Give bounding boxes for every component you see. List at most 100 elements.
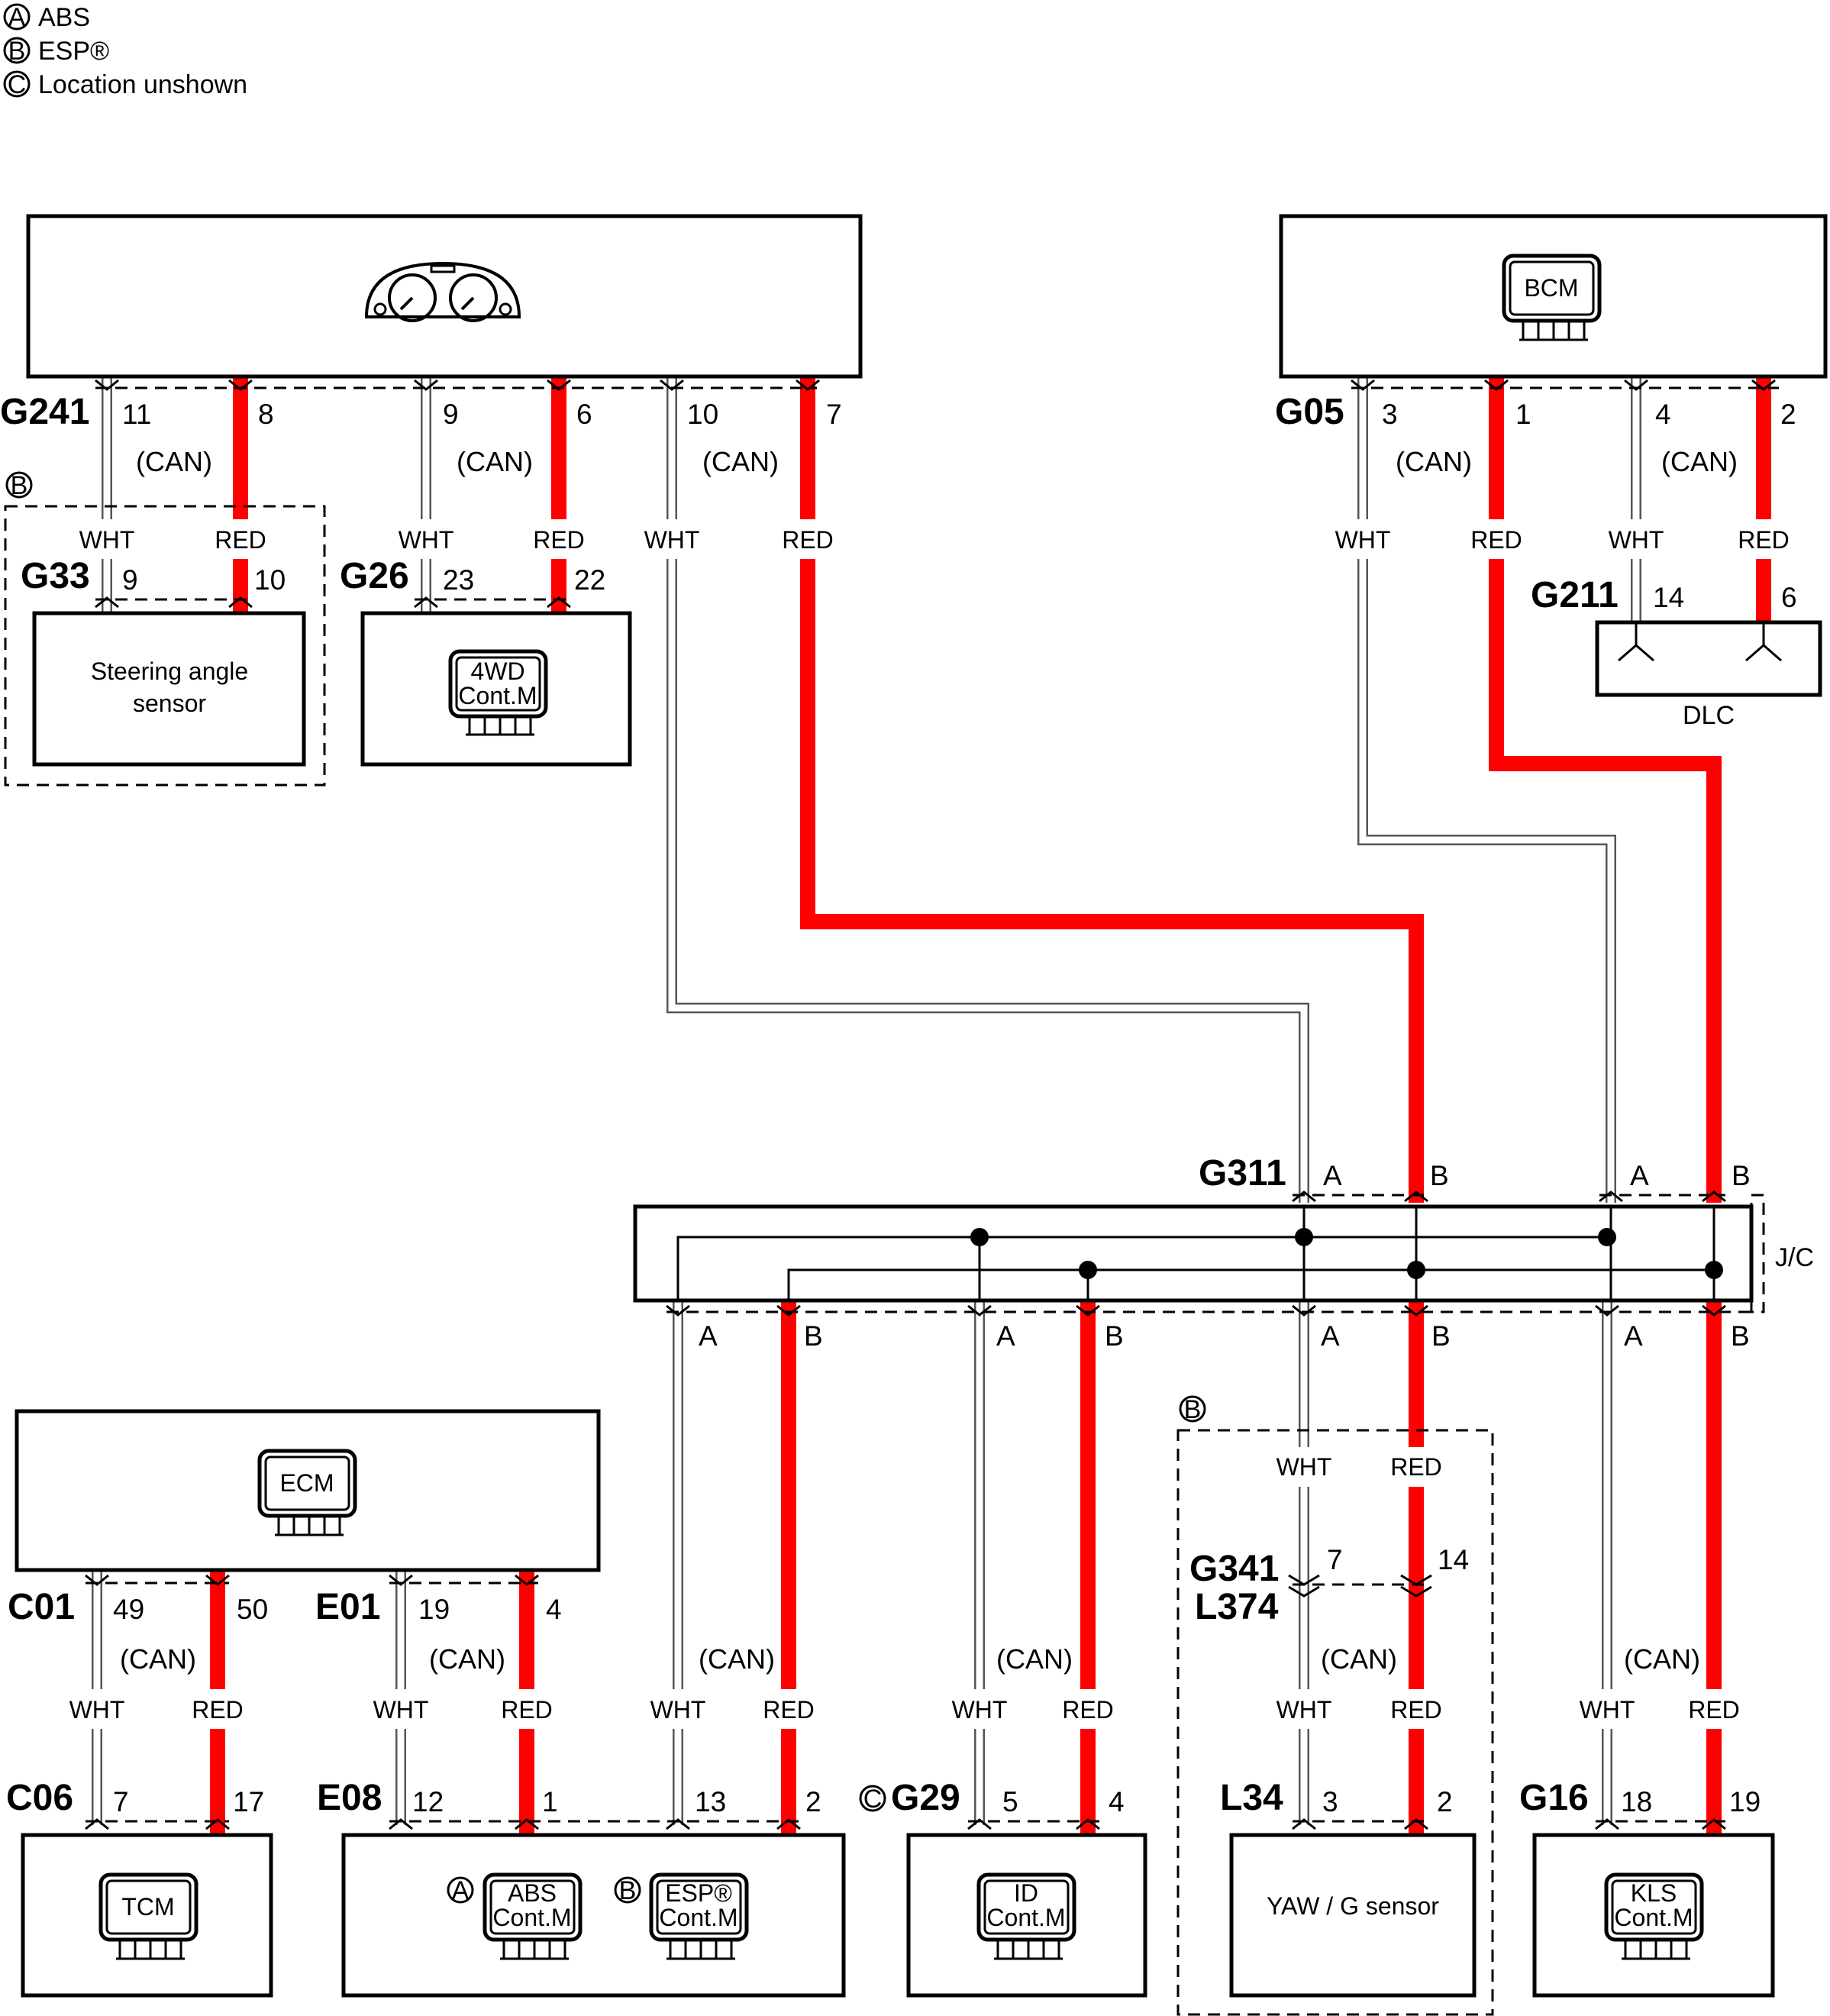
svg-text:RED: RED [215, 526, 266, 554]
legend-item-abs: A ABS [3, 3, 90, 32]
svg-text:9: 9 [443, 399, 459, 430]
svg-text:WHT: WHT [373, 1696, 429, 1724]
svg-text:Location unshown: Location unshown [38, 70, 247, 99]
bcm-icon: BCM [1502, 254, 1602, 341]
connector-g241: G241 11 8 9 6 10 7 [0, 379, 842, 432]
svg-text:11: 11 [122, 399, 151, 430]
svg-text:B: B [619, 1876, 637, 1905]
svg-text:12: 12 [412, 1786, 444, 1817]
red-wires [210, 374, 1771, 1840]
svg-text:WHT: WHT [650, 1696, 706, 1724]
yaw-g-sensor-module: YAW / G sensor [1229, 1833, 1477, 1998]
svg-text:(CAN): (CAN) [996, 1643, 1073, 1675]
svg-text:A: A [8, 3, 26, 32]
svg-text:A: A [1323, 1160, 1342, 1191]
svg-text:L374: L374 [1195, 1587, 1279, 1627]
svg-text:WHT: WHT [644, 526, 700, 554]
svg-text:C: C [8, 70, 27, 99]
svg-text:9: 9 [122, 564, 138, 596]
svg-text:7: 7 [826, 399, 842, 430]
svg-text:3: 3 [1382, 399, 1398, 430]
svg-text:Cont.M: Cont.M [659, 1904, 737, 1931]
svg-text:RED: RED [1390, 1696, 1442, 1724]
svg-text:ECM: ECM [279, 1469, 334, 1497]
svg-text:19: 19 [1729, 1786, 1761, 1817]
esp-option-mark: B [11, 471, 28, 500]
svg-text:WHT: WHT [1580, 1696, 1635, 1724]
svg-text:B: B [1732, 1160, 1751, 1191]
svg-text:RED: RED [782, 526, 834, 554]
svg-text:E01: E01 [315, 1587, 380, 1627]
wire-labels: WHT RED WHT RED WHT RED WHT RED WHT RED … [63, 446, 1798, 1729]
svg-text:ABS: ABS [508, 1879, 557, 1907]
yaw-sensor-label: YAW / G sensor [1267, 1892, 1439, 1920]
svg-text:4WD: 4WD [470, 657, 524, 685]
svg-text:E08: E08 [317, 1778, 382, 1818]
connector-g05: G05 3 1 4 2 [1275, 379, 1796, 432]
yaw-g-sensor-group: B G341 L374 7 14 [1176, 1395, 1494, 2016]
svg-text:B: B [8, 37, 26, 66]
svg-text:8: 8 [258, 399, 274, 430]
svg-text:50: 50 [237, 1594, 268, 1625]
svg-text:WHT: WHT [1276, 1696, 1332, 1724]
svg-text:RED: RED [1470, 526, 1522, 554]
id-control-icon: ID Cont.M [976, 1872, 1076, 1960]
svg-text:23: 23 [443, 564, 474, 596]
abs-control-icon: A ABS Cont.M [447, 1872, 583, 1960]
svg-text:G16: G16 [1519, 1778, 1589, 1818]
svg-text:7: 7 [113, 1786, 129, 1817]
svg-text:(CAN): (CAN) [429, 1643, 505, 1675]
svg-text:RED: RED [192, 1696, 244, 1724]
abs-esp-module: A ABS Cont.M B ESP® Cont.M [341, 1833, 846, 1998]
svg-text:(CAN): (CAN) [457, 446, 533, 477]
svg-text:G05: G05 [1275, 392, 1344, 432]
svg-text:6: 6 [1781, 582, 1797, 613]
svg-text:RED: RED [501, 1696, 553, 1724]
svg-text:(CAN): (CAN) [1624, 1643, 1700, 1675]
svg-text:(CAN): (CAN) [1321, 1643, 1397, 1675]
svg-text:2: 2 [1437, 1786, 1453, 1817]
svg-text:ESP®: ESP® [38, 37, 109, 66]
svg-text:RED: RED [1738, 526, 1790, 554]
svg-text:G33: G33 [21, 556, 90, 596]
tcm-icon: TCM [98, 1872, 198, 1960]
legend-item-esp: B ESP® [3, 37, 109, 66]
steering-sensor-label-1: Steering angle [91, 657, 248, 685]
ecm-module: ECM [15, 1409, 601, 1572]
svg-text:14: 14 [1653, 582, 1684, 613]
instrument-cluster-icon [364, 261, 521, 322]
svg-text:G29: G29 [891, 1778, 960, 1818]
svg-text:G341: G341 [1189, 1549, 1279, 1589]
svg-text:B: B [1430, 1160, 1449, 1191]
ecm-icon: ECM [257, 1449, 357, 1536]
svg-text:5: 5 [1002, 1786, 1018, 1817]
svg-text:WHT: WHT [1609, 526, 1664, 554]
svg-text:4: 4 [1655, 399, 1671, 430]
svg-text:B: B [1105, 1320, 1124, 1352]
legend: A ABS B ESP® C Location unshown [3, 3, 247, 99]
svg-text:TCM: TCM [121, 1893, 174, 1921]
svg-text:B: B [804, 1320, 823, 1352]
svg-text:49: 49 [113, 1594, 144, 1625]
esp-control-icon: B ESP® Cont.M [614, 1872, 749, 1960]
junction-connector: G311 A B A B J/C [633, 1153, 1814, 1352]
dlc-label: DLC [1683, 701, 1735, 730]
svg-text:(CAN): (CAN) [1396, 446, 1472, 477]
svg-text:(CAN): (CAN) [702, 446, 779, 477]
svg-text:13: 13 [695, 1786, 726, 1817]
svg-text:Cont.M: Cont.M [1614, 1904, 1693, 1931]
svg-text:(CAN): (CAN) [1661, 446, 1738, 477]
svg-text:A: A [699, 1320, 718, 1352]
connector-c06: C06 7 17 [6, 1778, 264, 1830]
steering-sensor-label-2: sensor [133, 690, 206, 717]
svg-text:(CAN): (CAN) [136, 446, 212, 477]
svg-text:A: A [1624, 1320, 1643, 1352]
svg-text:WHT: WHT [1335, 526, 1391, 554]
connector-g16: G16 18 19 [1519, 1778, 1761, 1830]
svg-text:RED: RED [1390, 1453, 1442, 1481]
svg-text:KLS: KLS [1631, 1879, 1677, 1907]
steering-angle-sensor-group: B G33 9 10 Steering angle sensor [4, 471, 326, 787]
svg-text:1: 1 [542, 1786, 558, 1817]
svg-text:ID: ID [1014, 1879, 1038, 1907]
svg-text:ABS: ABS [38, 3, 90, 32]
